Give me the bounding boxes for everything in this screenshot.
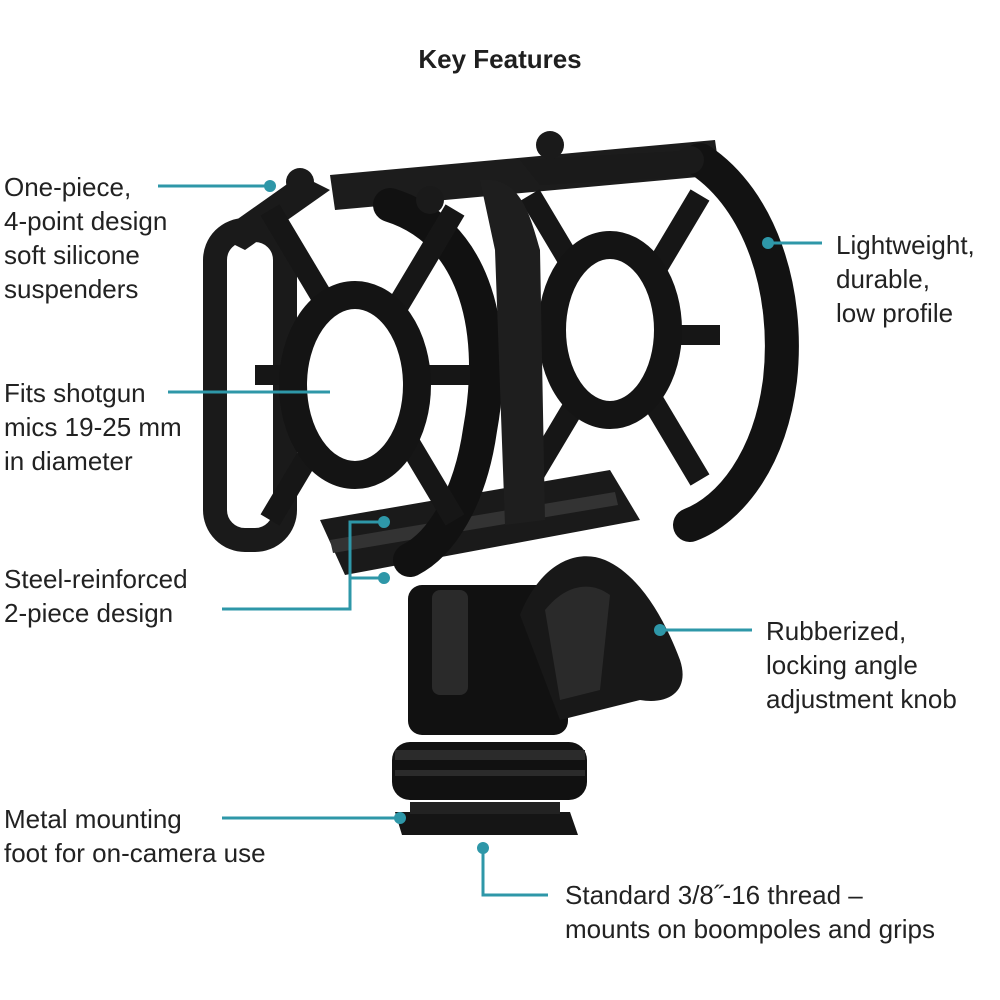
feature-fits: Fits shotgun mics 19-25 mm in diameter	[4, 378, 182, 476]
page-title: Key Features	[418, 44, 582, 74]
feature-thread: Standard 3/8˝-16 thread – mounts on boom…	[565, 880, 936, 944]
callout-line-steel	[222, 520, 384, 611]
left-cradle	[203, 175, 503, 577]
mounting-foot	[395, 812, 578, 835]
feature-steel: Steel-reinforced 2-piece design	[4, 564, 188, 628]
right-cradle	[480, 143, 799, 542]
feature-knob: Rubberized, locking angle adjustment kno…	[766, 616, 957, 714]
shock-mount-image	[203, 131, 799, 835]
feature-suspenders: One-piece, 4-point design soft silicone …	[4, 172, 168, 304]
callout-lines	[158, 184, 822, 897]
callout-line-thread	[481, 848, 548, 897]
feature-lightweight: Lightweight, durable, low profile	[836, 230, 975, 328]
feature-foot: Metal mounting foot for on-camera use	[4, 804, 266, 868]
callout-dots	[264, 180, 774, 854]
